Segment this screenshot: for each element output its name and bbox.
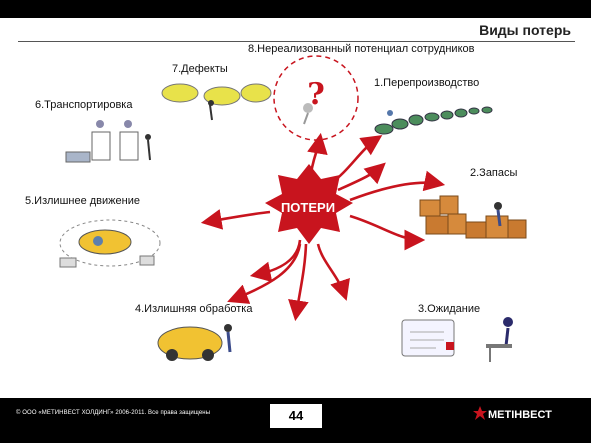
top-bar (0, 0, 591, 18)
waste-label-overproduction: 1.Перепроизводство (374, 77, 480, 89)
arrow-to-motion (200, 209, 271, 230)
svg-text:?: ? (307, 77, 325, 112)
brand-name: МЕТІНВЕСТ (488, 409, 552, 421)
waste-label-waiting: 3.Ожидание (418, 303, 481, 315)
metinvest-logo-icon (473, 406, 487, 420)
overprocessing-car-icon (157, 324, 232, 361)
inventory-boxes-icon (419, 195, 527, 239)
waste-label-unused-talent: 8.Нереализованный потенциал сотрудников (248, 43, 475, 55)
slide-title: Виды потерь (479, 22, 571, 38)
arrow-to-waiting (316, 243, 350, 301)
waiting-person-icon (401, 317, 513, 362)
waste-label-transport: 6.Транспортировка (35, 99, 133, 111)
center-label: ПОТЕРИ (280, 200, 336, 215)
waste-label-excess-motion: 5.Излишнее движение (25, 195, 140, 207)
waste-label-inventory: 2.Запасы (470, 167, 518, 179)
transport-icon (65, 120, 151, 163)
arrow-down (288, 243, 309, 322)
unused-talent-icon: ? (273, 55, 359, 141)
overproduction-cars-icon (374, 106, 493, 135)
arrow-to-overproduction-2 (337, 162, 386, 192)
excess-motion-icon (59, 219, 161, 268)
waste-label-overprocessing: 4.Излишняя обработка (135, 303, 253, 315)
title-divider (18, 41, 575, 42)
arrow-to-processing-2 (227, 243, 302, 304)
center-star (265, 164, 353, 244)
waste-label-defects: 7.Дефекты (172, 63, 228, 75)
arrow-to-processing (249, 239, 302, 283)
arrow-to-inventory (349, 170, 446, 202)
defects-cars-icon (161, 83, 272, 121)
arrow-to-inventory-2 (349, 214, 426, 251)
page-number: 44 (270, 404, 322, 428)
copyright-text: © ООО «МЕТИНВЕСТ ХОЛДИНГ» 2006-2011. Все… (16, 410, 211, 416)
